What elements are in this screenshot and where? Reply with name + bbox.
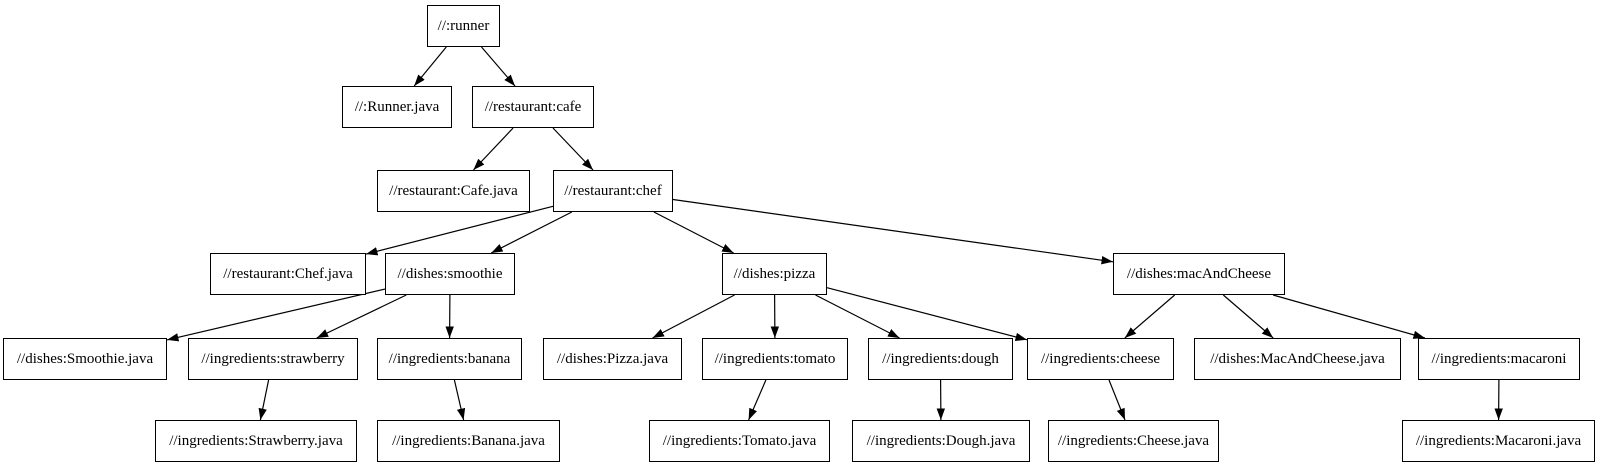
graph-node-runner-java: //:Runner.java <box>342 86 452 128</box>
graph-node-banana-java: //ingredients:Banana.java <box>377 420 560 462</box>
edge-mac-and-cheese-to-macaroni <box>1272 294 1426 339</box>
edge-pizza-to-cheese <box>826 287 1028 341</box>
graph-node-chef: //restaurant:chef <box>553 170 673 212</box>
edge-smoothie-to-strawberry <box>316 294 407 339</box>
edge-chef-to-smoothie <box>490 211 573 254</box>
edge-chef-to-mac-and-cheese <box>672 198 1114 265</box>
graph-node-chef-java: //restaurant:Chef.java <box>210 253 366 295</box>
graph-node-mac-and-cheese: //dishes:macAndCheese <box>1113 253 1285 295</box>
edge-tomato-to-tomato-java <box>748 379 767 421</box>
graph-node-smoothie: //dishes:smoothie <box>385 253 515 295</box>
graph-node-dough-java: //ingredients:Dough.java <box>852 420 1030 462</box>
graph-node-strawberry-java: //ingredients:Strawberry.java <box>155 420 357 462</box>
graph-node-tomato-java: //ingredients:Tomato.java <box>649 420 830 462</box>
edge-chef-to-pizza <box>653 211 734 254</box>
edge-banana-to-banana-java <box>453 379 466 421</box>
graph-node-dough: //ingredients:dough <box>868 338 1013 380</box>
edge-mac-and-cheese-to-cheese <box>1124 294 1176 339</box>
graph-node-strawberry: //ingredients:strawberry <box>188 338 358 380</box>
graph-node-runner: //:runner <box>427 5 500 47</box>
edge-strawberry-to-strawberry-java <box>258 379 270 421</box>
graph-node-macaroni: //ingredients:macaroni <box>1418 338 1580 380</box>
edge-runner-to-cafe <box>481 46 516 87</box>
edge-pizza-to-pizza-java <box>652 294 735 339</box>
edge-smoothie-to-smoothie-java <box>166 288 386 342</box>
edge-group <box>166 46 1503 421</box>
graph-node-cheese: //ingredients:cheese <box>1027 338 1174 380</box>
edge-chef-to-chef-java <box>365 205 554 256</box>
graph-node-cafe-java: //restaurant:Cafe.java <box>377 170 530 212</box>
edge-mac-and-cheese-to-mac-and-cheese-java <box>1222 294 1274 339</box>
graph-node-banana: //ingredients:banana <box>377 338 522 380</box>
graph-node-mac-and-cheese-java: //dishes:MacAndCheese.java <box>1194 338 1401 380</box>
edge-cafe-to-cafe-java <box>472 127 514 171</box>
graph-node-tomato: //ingredients:tomato <box>702 338 848 380</box>
graph-node-pizza: //dishes:pizza <box>722 253 827 295</box>
graph-node-cafe: //restaurant:cafe <box>472 86 594 128</box>
graph-node-macaroni-java: //ingredients:Macaroni.java <box>1402 420 1595 462</box>
graph-node-pizza-java: //dishes:Pizza.java <box>543 338 682 380</box>
edge-runner-to-runner-java <box>413 46 447 87</box>
edge-pizza-to-dough <box>815 294 900 339</box>
edge-cheese-to-cheese-java <box>1108 379 1126 421</box>
graph-node-smoothie-java: //dishes:Smoothie.java <box>3 338 167 380</box>
graph-node-cheese-java: //ingredients:Cheese.java <box>1048 420 1219 462</box>
edge-cafe-to-chef <box>552 127 594 171</box>
